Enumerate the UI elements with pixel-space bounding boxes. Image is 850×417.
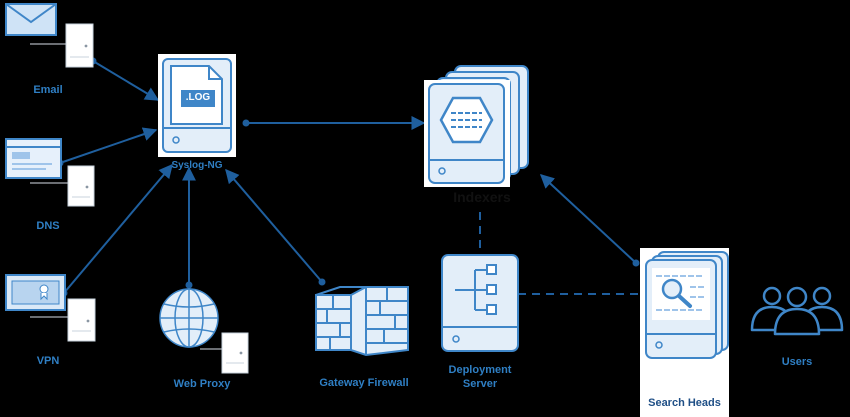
vpn-label: VPN — [36, 355, 60, 367]
dns-server-icon — [67, 165, 95, 207]
firewall-connector-dot — [318, 278, 326, 286]
search-document-icon — [652, 268, 710, 320]
dns-label: DNS — [36, 220, 60, 232]
searchheads-to-indexers-arrow — [539, 174, 637, 264]
users-label: Users — [781, 356, 813, 368]
distribution-tree-icon — [455, 264, 497, 315]
connectors — [59, 60, 646, 295]
vpn-to-syslog-arrow — [63, 163, 173, 294]
firewall-icon — [315, 286, 409, 357]
proxy-server-icon — [221, 332, 249, 374]
gateway-firewall-label: Gateway Firewall — [319, 377, 409, 389]
email-label: Email — [33, 84, 63, 96]
web-proxy-label: Web Proxy — [173, 378, 231, 390]
syslog-connector-dot — [242, 119, 250, 127]
log-file-icon — [170, 65, 223, 125]
index-hexagon-icon — [439, 96, 494, 144]
indexers-label: Indexers — [453, 189, 511, 205]
connector-dots — [56, 57, 640, 297]
proxy-connector-dot — [185, 281, 193, 289]
log-badge-label: .LOG — [185, 92, 211, 103]
deployment-label-line2: Server — [462, 378, 498, 390]
vpn-certificate-icon — [5, 274, 66, 311]
deployment-label-line1: Deployment — [448, 364, 512, 376]
email-icon — [5, 3, 57, 36]
users-icon — [750, 286, 844, 336]
syslog-label: Syslog-NG — [171, 160, 223, 171]
vpn-server-icon — [67, 298, 96, 342]
globe-icon — [159, 288, 219, 348]
deployment-server-icon — [441, 254, 519, 352]
email-to-syslog-arrow — [92, 60, 160, 101]
magnifier-icon — [661, 278, 692, 308]
browser-window-icon — [5, 138, 62, 179]
dns-to-syslog-arrow — [59, 127, 158, 164]
search-heads-label: Search Heads — [648, 397, 721, 409]
email-server-icon — [65, 23, 94, 68]
searchheads-connector-dot — [632, 259, 640, 267]
firewall-to-syslog-arrow — [225, 168, 323, 283]
deployment-label: Deployment Server — [432, 363, 528, 391]
